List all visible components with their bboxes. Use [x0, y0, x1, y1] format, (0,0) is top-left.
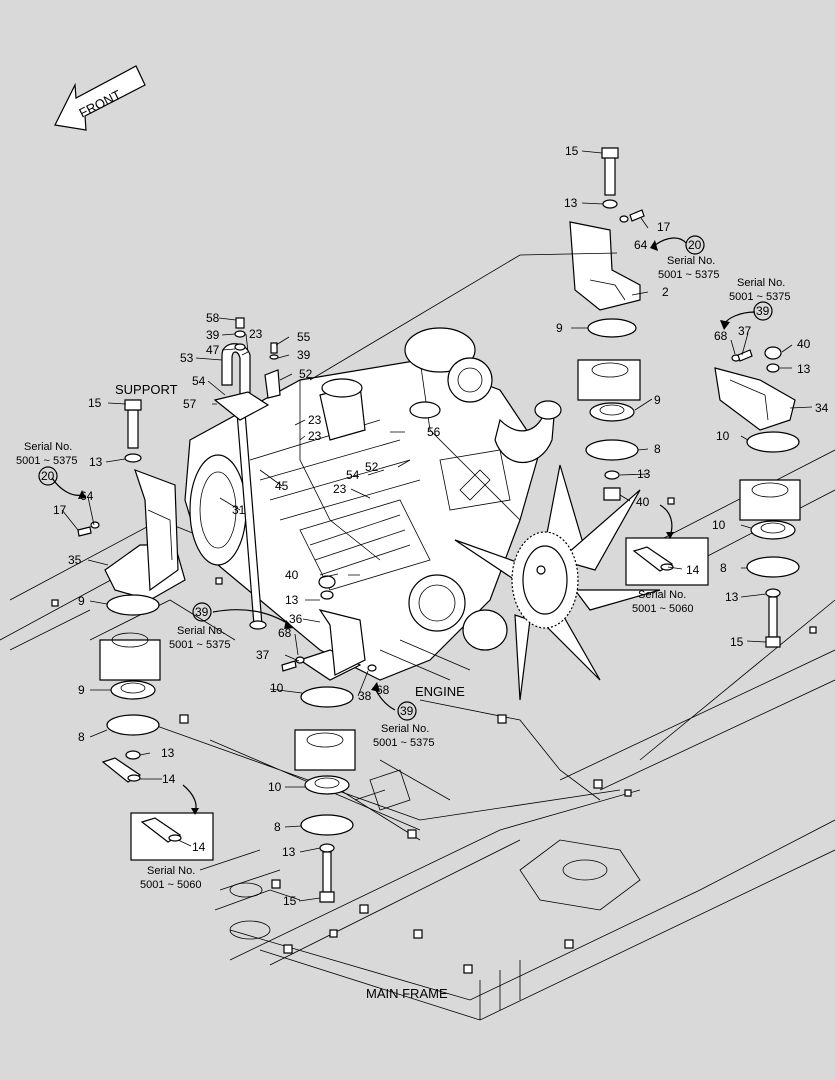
callout-13: 13 [89, 455, 103, 469]
right-rear-mount [714, 346, 801, 648]
callout-13: 13 [725, 590, 739, 604]
callout-15: 15 [283, 894, 297, 908]
callout-8: 8 [720, 561, 727, 575]
support-label: SUPPORT [115, 382, 178, 397]
callout-53: 53 [180, 351, 194, 365]
engine-block [184, 327, 562, 681]
callout-40: 40 [285, 568, 299, 582]
serial-range: 5001 ~ 5375 [658, 269, 719, 281]
callout-58: 58 [206, 311, 220, 325]
callout-13: 13 [637, 467, 651, 481]
callout-54: 54 [192, 374, 206, 388]
callout-13: 13 [797, 362, 811, 376]
callout-9: 9 [78, 683, 85, 697]
callout-15: 15 [730, 635, 744, 649]
callout-34: 34 [815, 401, 829, 415]
callout-20: 20 [688, 238, 702, 252]
callout-2: 2 [662, 285, 669, 299]
serial-range: 5001 ~ 5375 [16, 455, 77, 467]
callout-14: 14 [162, 772, 176, 786]
callout-47: 47 [206, 343, 220, 357]
serial-label: Serial No. [147, 865, 195, 877]
callout-37: 37 [738, 324, 752, 338]
right-front-mount [569, 147, 645, 501]
callout-68: 68 [376, 683, 390, 697]
callout-10: 10 [268, 780, 282, 794]
callout-64: 64 [634, 238, 648, 252]
callout-9: 9 [654, 393, 661, 407]
callout-10: 10 [716, 429, 730, 443]
callout-23: 23 [308, 429, 322, 443]
callout-14: 14 [192, 840, 206, 854]
serial-label: Serial No. [667, 255, 715, 267]
callout-15: 15 [88, 396, 102, 410]
callout-20: 20 [41, 469, 55, 483]
detail-box-right [625, 504, 709, 586]
leader-lines [61, 150, 813, 902]
callout-64: 64 [80, 489, 94, 503]
callout-9: 9 [556, 321, 563, 335]
serial-range: 5001 ~ 5060 [140, 879, 201, 891]
callout-23: 23 [308, 413, 322, 427]
callout-38: 38 [358, 689, 372, 703]
callout-39: 39 [297, 348, 311, 362]
serial-range: 5001 ~ 5060 [632, 603, 693, 615]
callout-39: 39 [195, 605, 209, 619]
callout-17: 17 [53, 503, 67, 517]
callout-14: 14 [686, 563, 700, 577]
serial-label: Serial No. [381, 723, 429, 735]
callout-56: 56 [427, 425, 441, 439]
serial-range: 5001 ~ 5375 [729, 291, 790, 303]
callout-68: 68 [714, 329, 728, 343]
serial-range: 5001 ~ 5375 [373, 737, 434, 749]
front-arrow: FRONT [54, 65, 146, 131]
callout-numbers: 15 13 17 64 20 Serial No. 5001 ~ 5375 2 … [16, 144, 829, 1001]
serial-range: 5001 ~ 5375 [169, 639, 230, 651]
serial-label: Serial No. [638, 589, 686, 601]
serial-label: Serial No. [24, 441, 72, 453]
callout-13: 13 [564, 196, 578, 210]
support-post [213, 317, 281, 630]
front-center-mount [281, 575, 377, 903]
callout-37: 37 [256, 648, 270, 662]
callout-40: 40 [797, 337, 811, 351]
left-mount-bracket [77, 399, 186, 783]
callout-54: 54 [346, 468, 360, 482]
ref-arrows [51, 237, 756, 711]
callout-39: 39 [756, 304, 770, 318]
main-frame-label: MAIN FRAME [366, 986, 448, 1001]
callout-17: 17 [657, 220, 671, 234]
callout-9: 9 [78, 594, 85, 608]
callout-10: 10 [270, 681, 284, 695]
callout-35: 35 [68, 553, 82, 567]
callout-57: 57 [183, 397, 197, 411]
detail-box-left [130, 784, 214, 861]
callout-8: 8 [654, 442, 661, 456]
cooling-fan [454, 464, 661, 701]
callout-68: 68 [278, 626, 292, 640]
callout-52: 52 [365, 460, 379, 474]
callout-40: 40 [636, 495, 650, 509]
serial-label: Serial No. [737, 277, 785, 289]
callout-23: 23 [333, 482, 347, 496]
callout-39: 39 [206, 328, 220, 342]
callout-23: 23 [249, 327, 263, 341]
callout-15: 15 [565, 144, 579, 158]
callout-45: 45 [275, 479, 289, 493]
callout-13: 13 [282, 845, 296, 859]
callout-13: 13 [161, 746, 175, 760]
serial-label: Serial No. [177, 625, 225, 637]
callout-8: 8 [78, 730, 85, 744]
callout-36: 36 [289, 612, 303, 626]
callout-39: 39 [400, 704, 414, 718]
callout-13: 13 [285, 593, 299, 607]
callout-10: 10 [712, 518, 726, 532]
callout-31: 31 [232, 503, 246, 517]
callout-55: 55 [297, 330, 311, 344]
callout-8: 8 [274, 820, 281, 834]
callout-52: 52 [299, 367, 313, 381]
engine-label: ENGINE [415, 684, 465, 699]
